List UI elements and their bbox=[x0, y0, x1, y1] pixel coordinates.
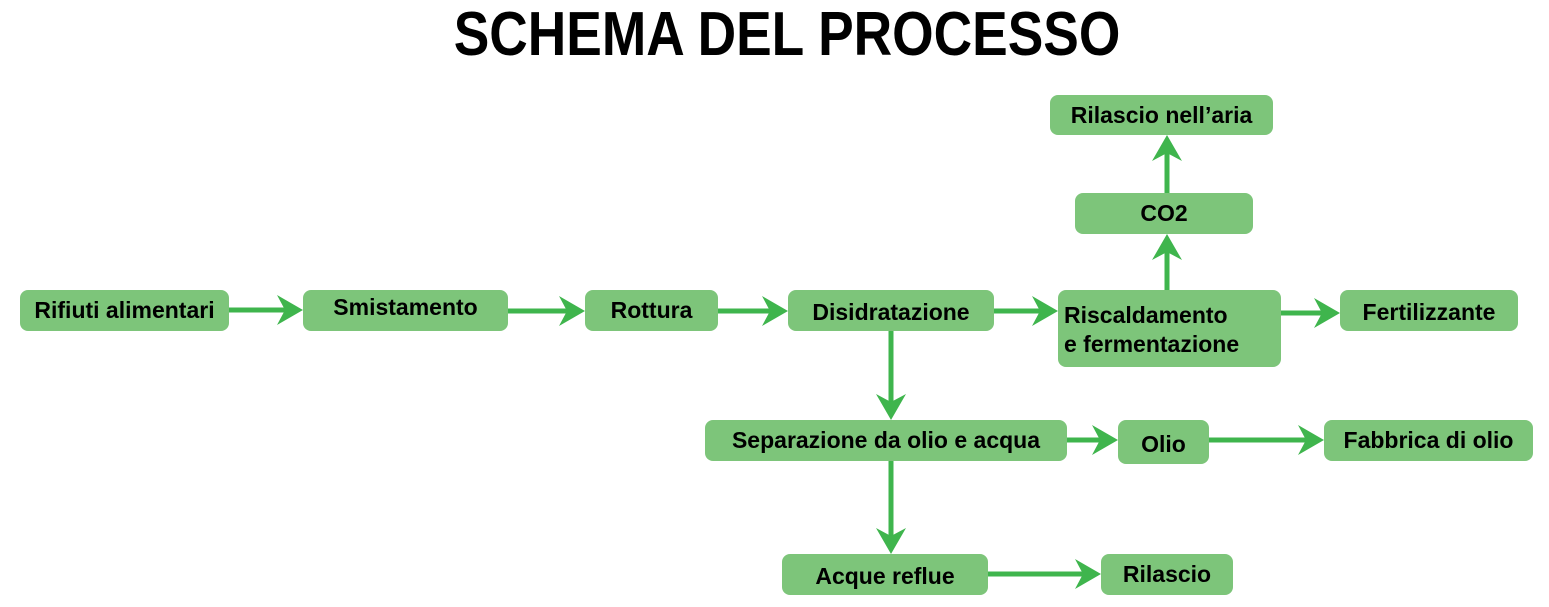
node-label: Fabbrica di olio bbox=[1343, 427, 1514, 453]
arrow-head bbox=[1075, 559, 1101, 589]
arrow-olio-to-fabbrica bbox=[1209, 425, 1324, 455]
node-rilascio-nell-aria: Rilascio nell’aria bbox=[1050, 95, 1273, 135]
arrow-head bbox=[762, 296, 788, 326]
node-label: Separazione da olio e acqua bbox=[731, 427, 1041, 453]
node-rottura: Rottura bbox=[585, 290, 718, 331]
node-co2: CO2 bbox=[1075, 193, 1253, 234]
node-label: CO2 bbox=[1140, 200, 1188, 226]
arrow-rottura-to-disidratazione bbox=[718, 296, 788, 326]
node-label: Smistamento bbox=[333, 294, 478, 320]
arrow-head bbox=[559, 296, 585, 326]
node-label-line-2: e fermentazione bbox=[1064, 331, 1240, 357]
diagram-title: SCHEMA DEL PROCESSO bbox=[453, 0, 1121, 69]
arrow-head bbox=[1152, 234, 1182, 260]
arrow-head bbox=[876, 528, 906, 554]
arrow-head bbox=[1314, 298, 1340, 328]
node-rifiuti-alimentari: Rifiuti alimentari bbox=[20, 290, 229, 331]
arrow-co2-to-rilascio-aria bbox=[1152, 135, 1182, 193]
arrow-riscaldamento-to-co2 bbox=[1152, 234, 1182, 290]
node-smistamento: Smistamento bbox=[303, 290, 508, 331]
arrow-rifiuti-to-smistamento bbox=[229, 295, 303, 325]
node-fabbrica-di-olio: Fabbrica di olio bbox=[1324, 420, 1533, 461]
arrow-separazione-to-acque-reflue bbox=[876, 461, 906, 554]
node-riscaldamento-fermentazione: Riscaldamento e fermentazione bbox=[1058, 290, 1281, 367]
arrow-head bbox=[277, 295, 303, 325]
arrow-smistamento-to-rottura bbox=[508, 296, 585, 326]
node-label: Rifiuti alimentari bbox=[34, 297, 215, 323]
node-rilascio: Rilascio bbox=[1101, 554, 1233, 595]
arrow-acque-reflue-to-rilascio bbox=[988, 559, 1101, 589]
node-label: Acque reflue bbox=[815, 563, 955, 589]
arrow-separazione-to-olio bbox=[1067, 425, 1118, 455]
node-label: Disidratazione bbox=[812, 299, 970, 325]
node-label: Rilascio bbox=[1122, 561, 1212, 587]
arrow-head bbox=[1298, 425, 1324, 455]
node-label-line-1: Riscaldamento bbox=[1064, 302, 1228, 328]
node-olio: Olio bbox=[1118, 420, 1209, 464]
arrow-head bbox=[1092, 425, 1118, 455]
node-label: Rilascio nell’aria bbox=[1070, 101, 1253, 128]
node-label: Olio bbox=[1141, 430, 1186, 457]
arrow-head bbox=[876, 394, 906, 420]
arrow-riscaldamento-to-fertilizzante bbox=[1281, 298, 1340, 328]
node-label: Fertilizzante bbox=[1362, 299, 1496, 325]
node-fertilizzante: Fertilizzante bbox=[1340, 290, 1518, 331]
node-disidratazione: Disidratazione bbox=[788, 290, 994, 331]
arrow-head bbox=[1152, 135, 1182, 161]
node-acque-reflue: Acque reflue bbox=[782, 554, 988, 595]
arrow-head bbox=[1032, 296, 1058, 326]
node-separazione-olio-acqua: Separazione da olio e acqua bbox=[705, 420, 1067, 461]
node-label: Riscaldamento e fermentazione bbox=[1064, 301, 1239, 359]
node-label: Rottura bbox=[610, 297, 693, 323]
arrow-disidratazione-to-separazione bbox=[876, 331, 906, 420]
arrow-disidratazione-to-riscaldamento bbox=[994, 296, 1058, 326]
